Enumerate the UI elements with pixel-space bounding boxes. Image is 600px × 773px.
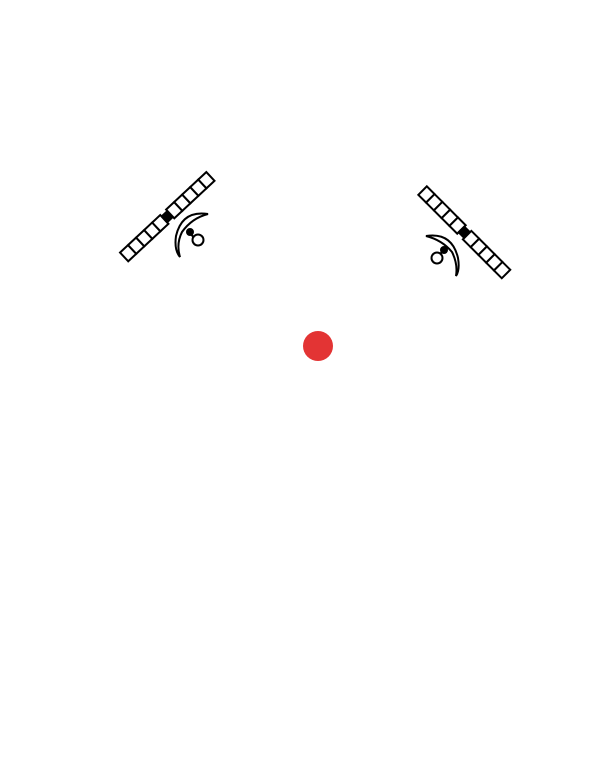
satellite-left (110, 160, 230, 270)
satellite-right (410, 178, 520, 288)
satellite-icon (118, 170, 216, 263)
location-dot-icon (303, 331, 333, 361)
satellite-icon (416, 184, 512, 280)
